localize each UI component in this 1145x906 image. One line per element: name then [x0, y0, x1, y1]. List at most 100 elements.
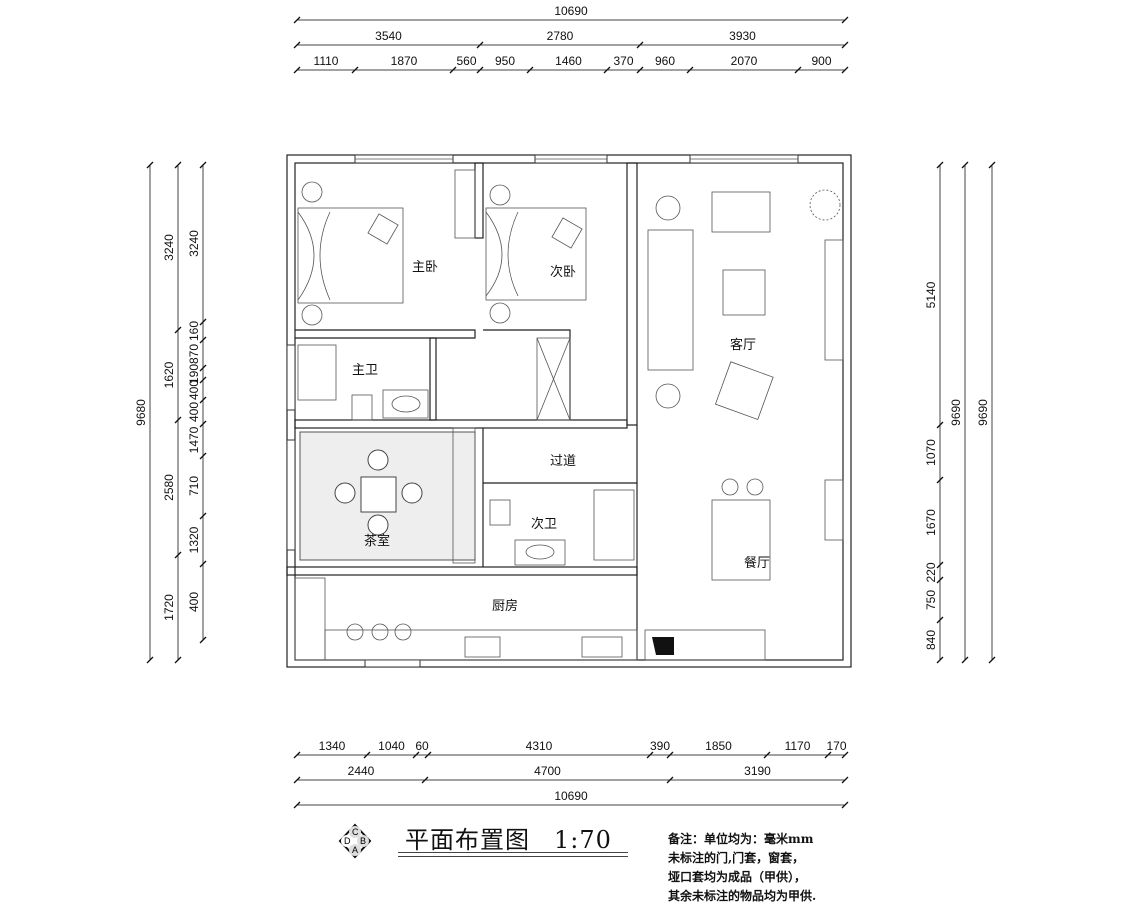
- dimension-tick: [824, 751, 832, 759]
- note-line: 其余未标注的物品均为甲供.: [668, 889, 817, 903]
- dimension-tick: [293, 41, 301, 49]
- dimension-tick: [961, 656, 969, 664]
- room-label-kitchen: 厨房: [492, 598, 518, 614]
- dimension-label: 1720: [162, 594, 176, 621]
- note-line: 垭口套均为成品（甲供），: [668, 870, 807, 884]
- dimension-label: 10690: [554, 4, 588, 18]
- dimension-label: 10690: [554, 789, 588, 803]
- dimension-label: 2780: [547, 29, 574, 43]
- dimension-label: 190: [187, 364, 201, 384]
- dimension-tick: [199, 336, 207, 344]
- dimension-tick: [199, 560, 207, 568]
- dimension-tick: [293, 66, 301, 74]
- dimension-tick: [199, 161, 207, 169]
- furniture: [294, 169, 844, 661]
- dimension-tick: [351, 66, 359, 74]
- dimension-tick: [841, 751, 849, 759]
- dimension-tick: [794, 66, 802, 74]
- title-underline-2: [398, 856, 628, 857]
- title-name: 平面布置图: [405, 826, 530, 854]
- dimension-tick: [763, 751, 771, 759]
- dimension-label: 9690: [949, 399, 963, 426]
- dimension-label: 60: [415, 739, 429, 753]
- dimension-tick: [293, 776, 301, 784]
- dimension-label: 370: [613, 54, 633, 68]
- dimension-tick: [199, 512, 207, 520]
- dimension-tick: [526, 66, 534, 74]
- dimension-tick: [421, 776, 429, 784]
- dimension-tick: [936, 561, 944, 569]
- dimension-label: 1870: [391, 54, 418, 68]
- dimension-tick: [424, 751, 432, 759]
- dimension-label: 170: [826, 739, 846, 753]
- room-label-dining-room: 餐厅: [744, 555, 770, 571]
- dimension-tick: [841, 776, 849, 784]
- dimension-label: 2440: [348, 764, 375, 778]
- dimension-tick: [174, 551, 182, 559]
- dimension-label: 960: [655, 54, 675, 68]
- dimension-label: 1320: [187, 526, 201, 553]
- dimension-label: 9680: [134, 399, 148, 426]
- window-bottom: [364, 659, 421, 668]
- compass-label-c: C: [352, 827, 359, 837]
- dimension-tick: [936, 576, 944, 584]
- dimension-label: 900: [811, 54, 831, 68]
- dimension-label: 560: [456, 54, 476, 68]
- dimension-label: 1340: [319, 739, 346, 753]
- dimension-label: 400: [187, 380, 201, 400]
- dimension-label: 3240: [187, 230, 201, 257]
- dimension-tick: [936, 476, 944, 484]
- dimension-tick: [363, 751, 371, 759]
- dimension-label: 1110: [314, 54, 339, 68]
- drawing-title: 平面布置图 1:70: [405, 820, 612, 855]
- compass-label-a: A: [352, 845, 358, 855]
- dimension-label: 390: [650, 739, 670, 753]
- notes: 备注：单位均为：毫米mm 未标注的门,门套，窗套， 垭口套均为成品（甲供）， 其…: [668, 830, 816, 906]
- dimension-tick: [841, 16, 849, 24]
- dimension-tick: [636, 66, 644, 74]
- dimension-label: 1170: [785, 739, 811, 753]
- dimension-label: 5140: [924, 281, 938, 308]
- dimension-tick: [146, 161, 154, 169]
- dimension-tick: [174, 416, 182, 424]
- dimension-label: 2580: [162, 474, 176, 501]
- dimension-label: 3190: [744, 764, 771, 778]
- note-line: 未标注的门,门套，窗套，: [668, 851, 805, 865]
- dimension-label: 710: [187, 476, 201, 496]
- window-left-2: [286, 439, 296, 551]
- dimension-label: 4310: [526, 739, 553, 753]
- dimension-tick: [174, 326, 182, 334]
- room-label-master-bedroom: 主卧: [412, 260, 438, 275]
- dimension-tick: [666, 751, 674, 759]
- dimension-tick: [988, 161, 996, 169]
- dimension-tick: [174, 656, 182, 664]
- dimension-tick: [636, 41, 644, 49]
- dimension-tick: [841, 801, 849, 809]
- title-scale: 1:70: [554, 826, 612, 854]
- dimension-tick: [936, 656, 944, 664]
- dimension-tick: [199, 452, 207, 460]
- dimension-label: 1620: [162, 361, 176, 388]
- dimension-tick: [936, 616, 944, 624]
- dimension-label: 3240: [162, 234, 176, 261]
- dimension-tick: [646, 751, 654, 759]
- dimension-label: 750: [924, 590, 938, 610]
- dimension-tick: [199, 376, 207, 384]
- compass: C B A D: [338, 823, 372, 859]
- dimension-tick: [449, 66, 457, 74]
- note-line: 备注：单位均为：毫米mm: [668, 832, 814, 846]
- dimension-label: 2070: [731, 54, 758, 68]
- dimension-tick: [199, 636, 207, 644]
- dimension-label: 870: [187, 344, 201, 364]
- title-underline: [398, 852, 628, 853]
- room-label-tea-room: 茶室: [364, 533, 390, 549]
- dimension-tick: [412, 751, 420, 759]
- dimension-label: 400: [187, 402, 201, 422]
- dimension-tick: [841, 41, 849, 49]
- dimension-tick: [686, 66, 694, 74]
- dimension-tick: [199, 318, 207, 326]
- room-label-master-bath: 主卫: [352, 363, 378, 378]
- dimension-tick: [293, 16, 301, 24]
- room-label-corridor: 过道: [550, 454, 576, 469]
- window-left-1: [286, 344, 296, 411]
